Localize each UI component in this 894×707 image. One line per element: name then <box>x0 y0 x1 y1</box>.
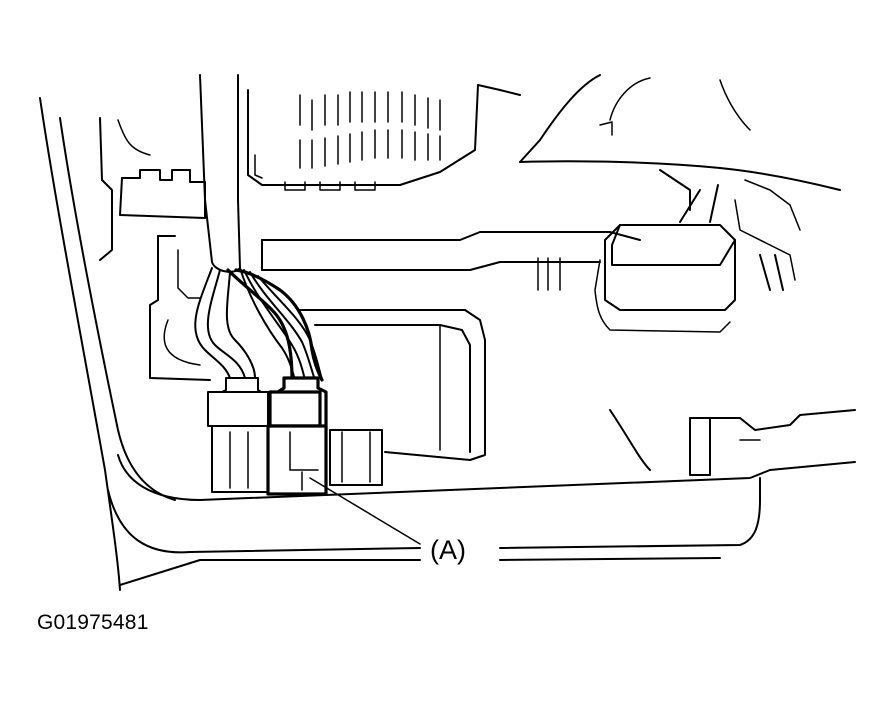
lower-tray <box>107 454 856 586</box>
lower-right-bracket <box>609 409 856 476</box>
figure-code: G01975481 <box>37 611 149 634</box>
left-bracket <box>149 235 211 381</box>
right-side-connector <box>329 429 383 486</box>
left-panel-outline <box>39 97 176 591</box>
dashboard-panel <box>519 74 841 211</box>
fuse-box <box>247 84 521 191</box>
wire-bundle <box>194 267 324 382</box>
right-connector-block <box>594 179 801 333</box>
left-connector <box>207 377 271 493</box>
relay-box <box>299 309 486 461</box>
cross-beam <box>261 231 641 291</box>
connector-a <box>266 376 328 496</box>
callout-label-a: (A) <box>430 535 466 565</box>
callout-leader <box>309 477 421 545</box>
upper-bracket <box>119 169 206 219</box>
harness-trunk <box>199 74 241 273</box>
